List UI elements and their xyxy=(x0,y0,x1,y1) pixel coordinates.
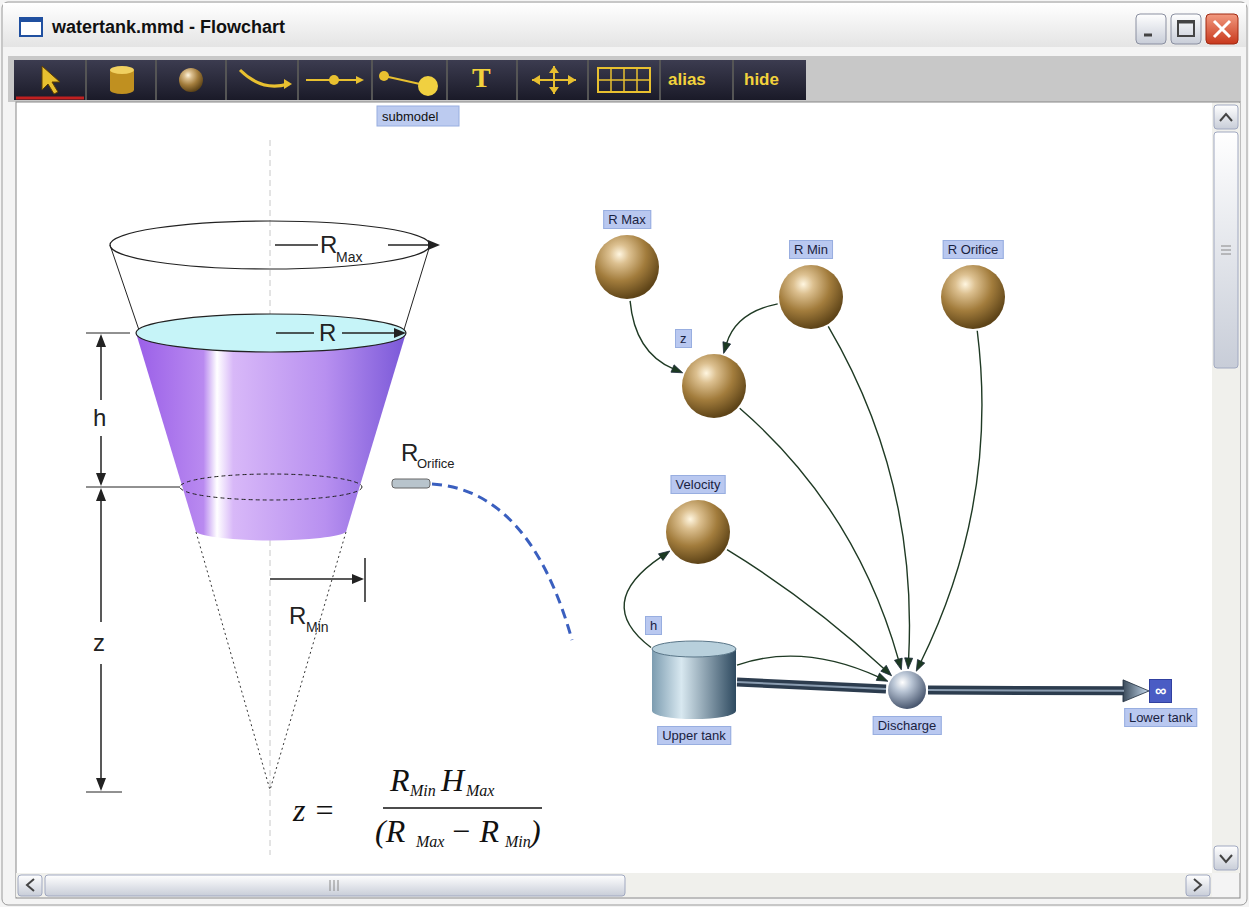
node-shape xyxy=(665,499,731,565)
formula-text: − R xyxy=(450,815,499,847)
flow-pipe-highlight xyxy=(737,682,886,689)
influence-arc xyxy=(727,550,884,669)
dimension-label: R xyxy=(289,604,306,628)
arrowhead xyxy=(658,551,669,560)
node-shape xyxy=(651,640,737,720)
node-label: R Min xyxy=(789,240,833,259)
node-label: h xyxy=(645,616,662,635)
sphere xyxy=(888,671,926,709)
node-label: R Max xyxy=(603,210,651,229)
variable-sphere: R Orifice xyxy=(940,264,1006,330)
dimension-label: h xyxy=(93,406,106,430)
variable-sphere: Velocity xyxy=(665,499,731,565)
flow-pipe xyxy=(928,686,1124,696)
flow-arrowhead xyxy=(1123,680,1149,702)
influence-arc xyxy=(630,301,673,369)
node-label: Discharge xyxy=(873,716,942,735)
influence-arc xyxy=(624,557,661,648)
tooltip: submodel xyxy=(382,110,438,123)
node-shape xyxy=(778,264,844,330)
dimension-subscript: Max xyxy=(336,250,362,264)
flow-pipe-highlight xyxy=(928,689,1124,692)
sphere xyxy=(682,354,746,418)
sink-symbol: ∞ xyxy=(1150,680,1171,702)
flow-pipe xyxy=(737,682,886,689)
node-shape xyxy=(940,264,1006,330)
arrowhead xyxy=(905,658,913,669)
sphere xyxy=(666,500,730,564)
sphere xyxy=(941,265,1005,329)
variable-sphere: R Min xyxy=(778,264,844,330)
node-label: Velocity xyxy=(671,475,726,494)
sink-box: ∞Lower tank xyxy=(1149,679,1172,703)
formula-text: R xyxy=(390,764,410,796)
toolbar-button: T xyxy=(472,64,491,92)
node-label: Upper tank xyxy=(657,726,731,745)
dimension-label: z xyxy=(93,631,105,655)
node-shape xyxy=(887,670,927,710)
formula-subscript: Max xyxy=(416,834,444,850)
influence-arc xyxy=(921,331,982,662)
dimension-subscript: Orifice xyxy=(417,457,455,470)
sphere xyxy=(779,265,843,329)
variable-sphere: z xyxy=(681,353,747,419)
variable-sphere: R Max xyxy=(594,234,660,300)
cylinder-body xyxy=(652,649,736,719)
toolbar-button: hide xyxy=(744,71,779,88)
dimension-label: R xyxy=(319,321,336,345)
node-label: R Orifice xyxy=(943,240,1004,259)
dimension-label: R xyxy=(401,441,418,465)
flow-valve: Discharge xyxy=(887,670,927,710)
formula-text: (R xyxy=(375,815,405,847)
node-label: Lower tank xyxy=(1124,708,1198,727)
sphere xyxy=(595,235,659,299)
tank-stock: hUpper tank xyxy=(651,640,737,720)
formula-text: z = xyxy=(293,794,335,826)
node-label: z xyxy=(675,329,692,348)
formula-subscript: Min xyxy=(410,783,436,799)
cylinder-top xyxy=(652,641,736,657)
window-title: watertank.mmd - Flowchart xyxy=(52,18,285,36)
node-shape xyxy=(594,234,660,300)
toolbar-button: alias xyxy=(668,71,706,88)
influence-arc xyxy=(740,408,899,660)
formula-subscript: Max xyxy=(466,783,494,799)
influence-arc xyxy=(828,326,909,659)
influence-arc xyxy=(726,304,777,344)
formula-text: ) xyxy=(530,815,541,847)
formula-text: H xyxy=(441,764,464,796)
dimension-label: R xyxy=(320,233,337,257)
node-shape xyxy=(681,353,747,419)
influence-arc xyxy=(737,656,879,677)
formula-subscript: Min xyxy=(505,834,531,850)
dimension-subscript: Min xyxy=(306,620,329,634)
